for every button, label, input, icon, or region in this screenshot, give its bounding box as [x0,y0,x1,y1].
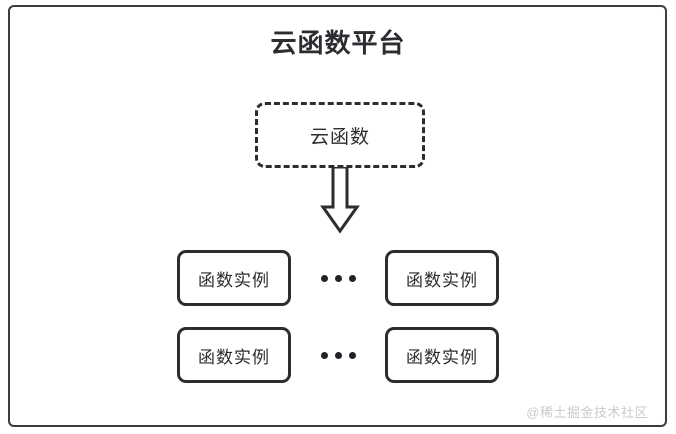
function-instance-box[interactable]: 函数实例 [385,327,499,383]
ellipsis-dot [348,351,356,359]
function-instance-label: 函数实例 [198,270,270,290]
cloud-function-node-label: 云函数 [309,126,370,148]
function-instance-box[interactable]: 函数实例 [385,250,499,306]
ellipsis-dot [334,351,342,359]
ellipsis-icon [291,351,385,359]
page-title: 云函数平台 [270,28,406,58]
ellipsis-dot [348,274,356,282]
watermark-text: @稀土掘金技术社区 [526,405,648,420]
arrow-down-block-icon [316,165,364,235]
function-instance-label: 函数实例 [198,347,270,367]
function-instance-label: 函数实例 [406,270,478,290]
function-instance-box[interactable]: 函数实例 [177,250,291,306]
cloud-function-node: 云函数 [255,102,425,168]
function-instance-label: 函数实例 [406,347,478,367]
ellipsis-icon [291,274,385,282]
instance-row-bottom: 函数实例 函数实例 [0,327,676,383]
ellipsis-dot [334,274,342,282]
function-instance-box[interactable]: 函数实例 [177,327,291,383]
instance-row-top: 函数实例 函数实例 [0,250,676,306]
ellipsis-dot [320,274,328,282]
ellipsis-dot [320,351,328,359]
